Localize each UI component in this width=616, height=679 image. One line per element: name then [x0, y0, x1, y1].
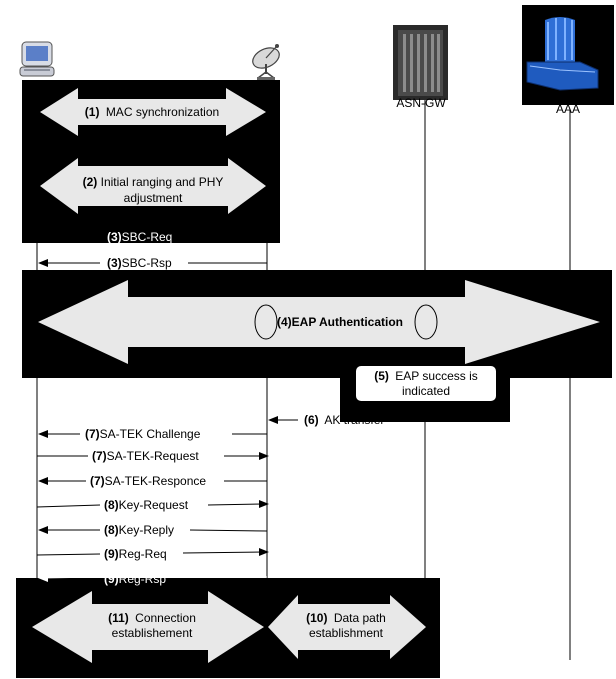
key-request-message: (8)Key-Request	[36, 498, 269, 512]
connection-label-line1: Connection	[135, 611, 196, 625]
supercomputer-icon	[522, 5, 614, 105]
svg-text:(3)SBC-Rsp: (3)SBC-Rsp	[107, 256, 172, 270]
satek-request-num: (7)	[92, 449, 107, 463]
satek-response-num: (7)	[90, 474, 105, 488]
ranging-label-line1: Initial ranging and PHY	[101, 175, 224, 189]
data-path-label-line1: Data path	[334, 611, 386, 625]
eap-auth-arrow: (4)EAP Authentication	[38, 280, 600, 364]
svg-text:(11) Connection: (11) Connection	[108, 611, 196, 625]
svg-text:(4)EAP Authentication: (4)EAP Authentication	[277, 315, 403, 329]
svg-text:(9)Reg-Rsp: (9)Reg-Rsp	[104, 572, 166, 586]
svg-text:(7)SA-TEK-Request: (7)SA-TEK-Request	[92, 449, 199, 463]
server-rack-icon	[393, 25, 448, 100]
svg-text:(7)SA-TEK Challenge: (7)SA-TEK Challenge	[85, 427, 201, 441]
data-path-num: (10)	[306, 611, 327, 625]
sbc-req-message: (3)SBC-Req	[107, 230, 172, 244]
svg-text:(3)SBC-Req: (3)SBC-Req	[107, 230, 172, 244]
data-path-label-line2: establishment	[309, 626, 384, 640]
connection-num: (11)	[108, 611, 129, 625]
svg-text:(6) AK transfer: (6) AK transfer	[304, 413, 384, 427]
svg-text:(5) EAP success is: (5) EAP success is	[374, 369, 478, 383]
satek-challenge-message: (7)SA-TEK Challenge	[38, 427, 267, 441]
eap-success-label-line2: indicated	[402, 384, 450, 398]
eap-tunnel-right	[414, 304, 438, 340]
ak-transfer-message: (6) AK transfer	[268, 413, 384, 427]
eap-tunnel-left	[254, 304, 278, 340]
satek-response-message: (7)SA-TEK-Responce	[38, 474, 267, 488]
satek-challenge-num: (7)	[85, 427, 100, 441]
reg-rsp-message: (9)Reg-Rsp	[38, 572, 267, 586]
reg-rsp-label: Reg-Rsp	[119, 572, 167, 586]
sbc-req-num: (3)	[107, 230, 122, 244]
svg-text:(2) Initial ranging and: (2) Initial ranging and PHY	[83, 175, 224, 189]
svg-text:(7)SA-TEK-Responce: (7)SA-TEK-Responce	[90, 474, 206, 488]
sbc-rsp-message: (3)SBC-Rsp	[38, 255, 267, 271]
ranging-label-line2: adjustment	[124, 191, 183, 205]
eap-success-label-line1: EAP success is	[395, 369, 477, 383]
computer-icon	[19, 41, 55, 77]
reg-req-message: (9)Reg-Req	[36, 547, 269, 561]
ak-transfer-num: (6)	[304, 413, 319, 427]
mac-sync-num: (1)	[85, 105, 100, 119]
ak-transfer-label: AK transfer	[324, 413, 384, 427]
connection-arrow: (11) Connection establishement	[32, 591, 264, 663]
svg-text:(1) MAC synchronization: (1) MAC synchronization	[85, 105, 219, 119]
reg-rsp-num: (9)	[104, 572, 119, 586]
satek-response-label: SA-TEK-Responce	[105, 474, 207, 488]
sbc-rsp-num: (3)	[107, 256, 122, 270]
svg-text:(8)Key-Reply: (8)Key-Reply	[104, 523, 174, 537]
eap-success-num: (5)	[374, 369, 389, 383]
satellite-dish-icon	[252, 44, 280, 80]
reg-req-num: (9)	[104, 547, 119, 561]
eap-auth-label: EAP Authentication	[292, 315, 403, 329]
satek-challenge-label: SA-TEK Challenge	[100, 427, 201, 441]
sbc-rsp-label: SBC-Rsp	[122, 256, 172, 270]
eap-success-box: (5) EAP success is indicated	[356, 366, 496, 401]
key-request-label: Key-Request	[119, 498, 189, 512]
ranging-arrow: (2) Initial ranging and PHY adjustment	[40, 158, 266, 214]
sbc-req-label: SBC-Req	[122, 230, 173, 244]
eap-auth-num: (4)	[277, 315, 292, 329]
key-reply-num: (8)	[104, 523, 119, 537]
key-request-num: (8)	[104, 498, 119, 512]
reg-req-label: Reg-Req	[119, 547, 167, 561]
mac-sync-arrow: (1) MAC synchronization	[40, 88, 266, 136]
key-reply-message: (8)Key-Reply	[38, 523, 268, 537]
svg-text:(8)Key-Request: (8)Key-Request	[104, 498, 189, 512]
satek-request-label: SA-TEK-Request	[107, 449, 200, 463]
aaa-caption: AAA	[556, 102, 580, 116]
connection-label-line2: establishement	[112, 626, 193, 640]
key-reply-label: Key-Reply	[119, 523, 174, 537]
asn-gw-caption: ASN-GW	[396, 96, 446, 110]
ranging-num: (2)	[83, 175, 98, 189]
svg-text:(10) Data path: (10) Data path	[306, 611, 386, 625]
mac-sync-label: MAC synchronization	[106, 105, 219, 119]
svg-text:(9)Reg-Req: (9)Reg-Req	[104, 547, 167, 561]
data-path-arrow: (10) Data path establishment	[268, 595, 426, 659]
satek-request-message: (7)SA-TEK-Request	[37, 449, 269, 463]
